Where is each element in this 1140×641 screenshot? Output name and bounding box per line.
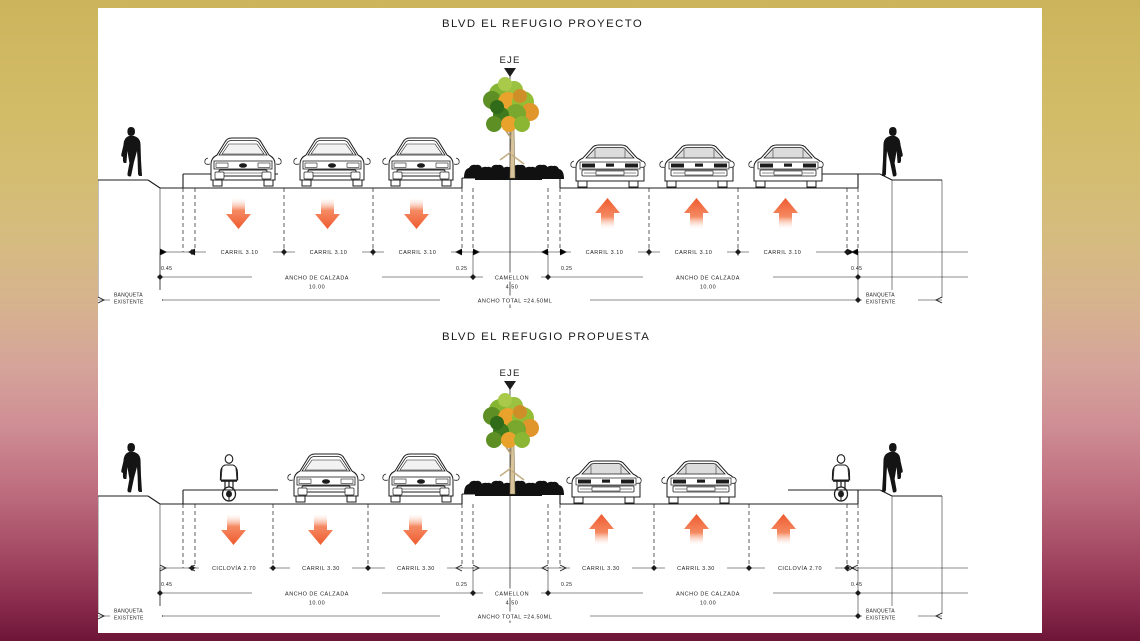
vehicle-right-2-propuesta — [661, 460, 737, 504]
axis-label-propuesta: EJE — [500, 368, 521, 379]
sidewalk-label-left-2-proyecto: EXISTENTE — [114, 300, 144, 306]
roadway-label-right-proyecto: ANCHO DE CALZADA — [676, 275, 740, 281]
lane-dividers-left-propuesta — [182, 504, 474, 568]
lane-label-left-2-proyecto: CARRIL 3.10 — [310, 250, 348, 256]
roadway-label-left-proyecto: ANCHO DE CALZADA — [285, 275, 349, 281]
vehicle-right-1-proyecto — [570, 144, 646, 188]
lane-dividers-right-proyecto — [547, 188, 859, 252]
vehicle-left-1-propuesta — [287, 453, 365, 503]
direction-arrows-left-proyecto — [226, 198, 429, 229]
curb-right-proyecto: 0.45 — [851, 266, 862, 272]
pedestrian-left-propuesta — [121, 443, 142, 493]
lane-label-right-3-proyecto: CARRIL 3.10 — [764, 250, 802, 256]
pedestrian-left-proyecto — [121, 127, 142, 177]
drawing-sheet: BLVD EL REFUGIO PROYECTO EJE — [98, 8, 1042, 633]
curb-left-proyecto: 0.45 — [161, 266, 172, 272]
vehicle-right-1-propuesta — [566, 460, 642, 504]
median-value-propuesta: 4.50 — [506, 601, 519, 607]
sidewalk-label-right-2-proyecto: EXISTENTE — [866, 300, 896, 306]
curb-left-median-propuesta: 0.25 — [456, 582, 467, 588]
sidewalk-label-left-1-propuesta: BANQUETA — [114, 609, 143, 615]
dimension-row-total-proyecto: ANCHO TOTAL =24.50ML BANQUETA EXISTENTE … — [98, 290, 943, 306]
lane-label-right-3-propuesta: CICLOVÍA 2.70 — [778, 565, 822, 572]
sidewalk-label-right-1-propuesta: BANQUETA — [866, 609, 895, 615]
vehicle-left-1-proyecto — [204, 137, 282, 187]
section-proyecto: BLVD EL REFUGIO PROYECTO EJE — [98, 18, 968, 308]
vehicle-right-3-proyecto — [748, 144, 824, 188]
vehicle-right-2-proyecto — [659, 144, 735, 188]
pedestrian-right-propuesta — [882, 443, 903, 493]
roadway-value-left-proyecto: 10.00 — [309, 285, 325, 291]
dimension-row-lanes-proyecto: CARRIL 3.10 CARRIL 3.10 CARRIL 3.10 CARR… — [159, 247, 968, 257]
axis-arrow-icon — [504, 68, 516, 77]
pedestrian-right-proyecto — [882, 127, 903, 177]
axis-arrow-icon-propuesta — [504, 381, 516, 390]
curb-right-propuesta: 0.45 — [851, 582, 862, 588]
direction-arrows-right-propuesta — [589, 514, 796, 545]
lane-dividers-left-proyecto — [182, 188, 474, 252]
dimension-row-calzada-propuesta: ANCHO DE CALZADA 10.00 ANCHO DE CALZADA … — [157, 568, 968, 616]
lane-label-left-1-propuesta: CICLOVÍA 2.70 — [212, 565, 256, 572]
lane-dividers-right-propuesta — [547, 504, 859, 568]
median-tree-proyecto — [482, 76, 540, 179]
axis-label-proyecto: EJE — [500, 55, 521, 66]
lane-label-left-1-proyecto: CARRIL 3.10 — [221, 250, 259, 256]
total-width-label-propuesta: ANCHO TOTAL =24.50ML — [478, 614, 552, 620]
sidewalk-label-right-2-propuesta: EXISTENTE — [866, 616, 896, 622]
dimension-row-total-propuesta: ANCHO TOTAL =24.50ML BANQUETA EXISTENTE … — [98, 606, 943, 622]
lane-label-right-2-proyecto: CARRIL 3.10 — [675, 250, 713, 256]
sidewalk-label-left-1-proyecto: BANQUETA — [114, 293, 143, 299]
lane-label-right-1-proyecto: CARRIL 3.10 — [586, 250, 624, 256]
section-title-propuesta: BLVD EL REFUGIO PROPUESTA — [442, 331, 650, 343]
cyclist-left-propuesta — [219, 453, 239, 502]
vehicle-left-2-proyecto — [293, 137, 371, 187]
roadway-label-left-propuesta: ANCHO DE CALZADA — [285, 591, 349, 597]
curb-right-median-propuesta: 0.25 — [561, 582, 572, 588]
lane-label-left-2-propuesta: CARRIL 3.30 — [302, 566, 340, 572]
cyclist-right-propuesta — [831, 453, 851, 502]
roadway-value-left-propuesta: 10.00 — [309, 601, 325, 607]
dimension-row-lanes-propuesta: CICLOVÍA 2.70 CARRIL 3.30 CARRIL 3.30 CA… — [159, 563, 968, 573]
median-label-propuesta: CAMELLON — [495, 591, 529, 597]
section-propuesta: BLVD EL REFUGIO PROPUESTA EJE — [98, 331, 968, 623]
roadway-value-right-proyecto: 10.00 — [700, 285, 716, 291]
curb-left-median-proyecto: 0.25 — [456, 266, 467, 272]
dimension-row-calzada-proyecto: ANCHO DE CALZADA 10.00 ANCHO DE CALZADA … — [157, 252, 968, 300]
lane-label-left-3-proyecto: CARRIL 3.10 — [399, 250, 437, 256]
lane-label-right-2-propuesta: CARRIL 3.30 — [677, 566, 715, 572]
total-width-label-proyecto: ANCHO TOTAL =24.50ML — [478, 298, 552, 304]
direction-arrows-left-propuesta — [221, 514, 428, 545]
roadway-label-right-propuesta: ANCHO DE CALZADA — [676, 591, 740, 597]
lane-label-right-1-propuesta: CARRIL 3.30 — [582, 566, 620, 572]
direction-arrows-right-proyecto — [595, 198, 798, 229]
roadway-value-right-propuesta: 10.00 — [700, 601, 716, 607]
curb-left-propuesta: 0.45 — [161, 582, 172, 588]
vehicle-left-3-proyecto — [382, 137, 460, 187]
vehicle-left-2-propuesta — [382, 453, 460, 503]
median-tree-propuesta — [482, 392, 540, 495]
curb-right-median-proyecto: 0.25 — [561, 266, 572, 272]
median-label-proyecto: CAMELLON — [495, 275, 529, 281]
lane-label-left-3-propuesta: CARRIL 3.30 — [397, 566, 435, 572]
section-title-proyecto: BLVD EL REFUGIO PROYECTO — [442, 18, 643, 30]
sidewalk-label-left-2-propuesta: EXISTENTE — [114, 616, 144, 622]
median-value-proyecto: 4.50 — [506, 285, 519, 291]
sidewalk-label-right-1-proyecto: BANQUETA — [866, 293, 895, 299]
